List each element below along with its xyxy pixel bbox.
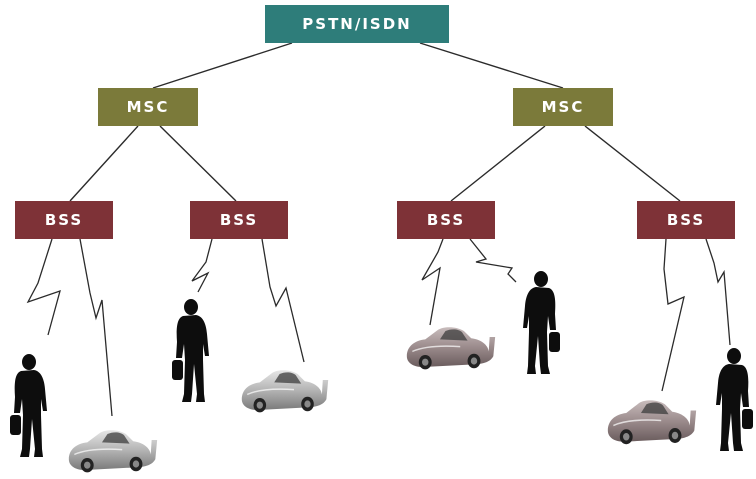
radio-links (26, 238, 731, 417)
link-pstn-msc-right (419, 42, 564, 89)
radio-link-bss2-user (191, 238, 213, 293)
radio-link-bss3-car (421, 238, 444, 326)
radio-link-bss1-user (26, 238, 61, 336)
car-icon (406, 326, 496, 371)
pstn-isdn-node: PSTN/ISDN (265, 5, 449, 43)
pedestrian-silhouette-icon (523, 271, 560, 374)
msc-node-left: MSC (98, 88, 198, 126)
radio-link-bss4-user (705, 238, 731, 346)
car-icon (68, 429, 158, 474)
bss-node-2: BSS (190, 201, 288, 239)
pedestrian-silhouette-icon (10, 354, 47, 457)
pedestrian-silhouette-icon (716, 348, 753, 451)
pedestrian-silhouette-icon (172, 299, 209, 402)
bss-node-1: BSS (15, 201, 113, 239)
radio-link-bss3-user (469, 238, 517, 283)
link-pstn-msc-left (152, 42, 293, 89)
link-msc-left-bss-1 (69, 125, 139, 202)
link-msc-left-bss-2 (159, 125, 237, 202)
bss-node-3: BSS (397, 201, 495, 239)
car-icon (241, 369, 329, 414)
radio-link-bss2-car (261, 238, 305, 363)
car-icon (607, 399, 697, 445)
link-msc-right-bss-4 (584, 125, 681, 202)
radio-link-bss1-car (79, 238, 113, 417)
link-msc-right-bss-3 (450, 125, 546, 202)
link-lines (69, 42, 681, 202)
radio-link-bss4-car (661, 238, 685, 392)
bss-node-4: BSS (637, 201, 735, 239)
msc-node-right: MSC (513, 88, 613, 126)
